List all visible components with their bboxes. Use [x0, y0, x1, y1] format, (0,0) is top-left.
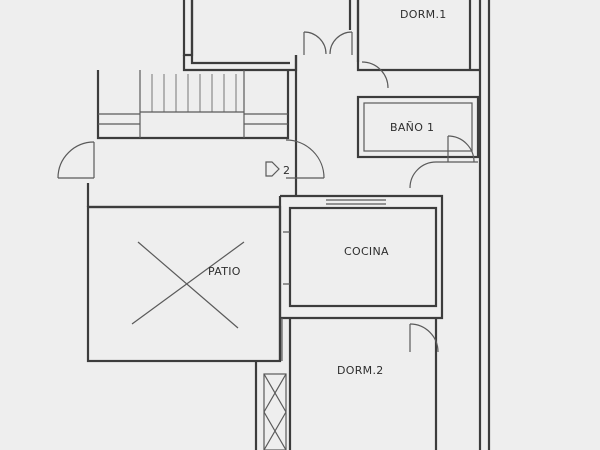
dorm1-room: DORM.1 [356, 0, 447, 89]
bano1-room: BAÑO 1 [356, 95, 480, 163]
service-shaft [254, 318, 287, 450]
stair-marker-number: 2 [283, 164, 290, 177]
dorm2-room: DORM.2 [288, 318, 439, 450]
room-label-dorm2: DORM.2 [337, 364, 384, 377]
staircase [96, 70, 290, 140]
room-label-bano1: BAÑO 1 [390, 121, 434, 134]
room-label-patio: PATIO [208, 265, 241, 278]
kitchen-door-swing [409, 161, 478, 189]
stair-marker: 2 [265, 161, 290, 177]
room-label-cocina: COCINA [344, 245, 389, 258]
landing-doors [57, 139, 325, 179]
cocina-room: COCINA [280, 194, 444, 320]
room-label-dorm1: DORM.1 [400, 8, 447, 21]
patio: PATIO [86, 183, 282, 363]
entry-door-swing [303, 31, 353, 55]
